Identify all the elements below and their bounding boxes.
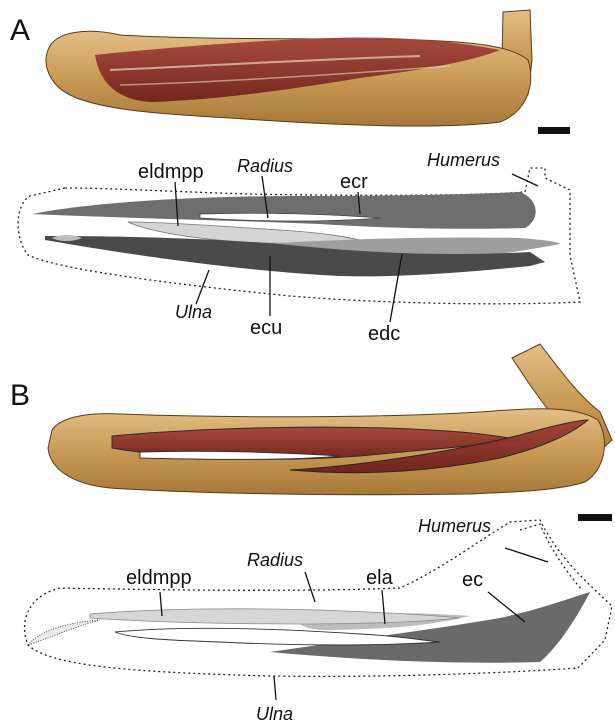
panel-a-schematic xyxy=(18,168,580,304)
leader-ulna xyxy=(274,676,276,700)
panel-b-schematic xyxy=(25,520,612,676)
label-eldmpp: eldmpp xyxy=(126,567,192,589)
panel-b-scale-bar xyxy=(578,514,612,521)
label-ela: ela xyxy=(366,567,394,589)
label-edc: edc xyxy=(368,323,400,345)
panel-b-eldmpp-muscle xyxy=(90,609,460,624)
label-humerus: Humerus xyxy=(418,516,491,536)
label-humerus: Humerus xyxy=(427,150,500,170)
leader-ulna xyxy=(196,270,209,304)
panel-b-humerus-outline xyxy=(520,524,582,590)
panel-b-ulna-tip xyxy=(28,620,100,645)
leader-humerus xyxy=(512,174,538,186)
panel-a-scale-bar xyxy=(538,127,570,134)
panel-b-radius-bone xyxy=(115,628,440,645)
panel-b-photo xyxy=(48,344,612,521)
label-radius: Radius xyxy=(247,550,303,570)
label-ulna: Ulna xyxy=(256,704,293,724)
label-ecu: ecu xyxy=(250,317,282,339)
leader-humerus xyxy=(505,548,548,562)
panel-a-photo xyxy=(46,10,570,134)
panel-a-ecr-muscle xyxy=(32,192,536,229)
label-eldmpp: eldmpp xyxy=(138,161,204,183)
label-ec: ec xyxy=(462,569,483,591)
panel-b-letter: B xyxy=(10,379,30,412)
panel-b: B Humerus eldmpp Radius ela ec xyxy=(10,344,612,724)
label-ulna: Ulna xyxy=(175,302,212,322)
panel-a: A eldmpp Radius ecr Humerus Uln xyxy=(10,10,580,345)
label-radius: Radius xyxy=(237,156,293,176)
panel-a-letter: A xyxy=(10,14,30,47)
leader-radius xyxy=(305,572,315,602)
label-ecr: ecr xyxy=(340,171,368,193)
